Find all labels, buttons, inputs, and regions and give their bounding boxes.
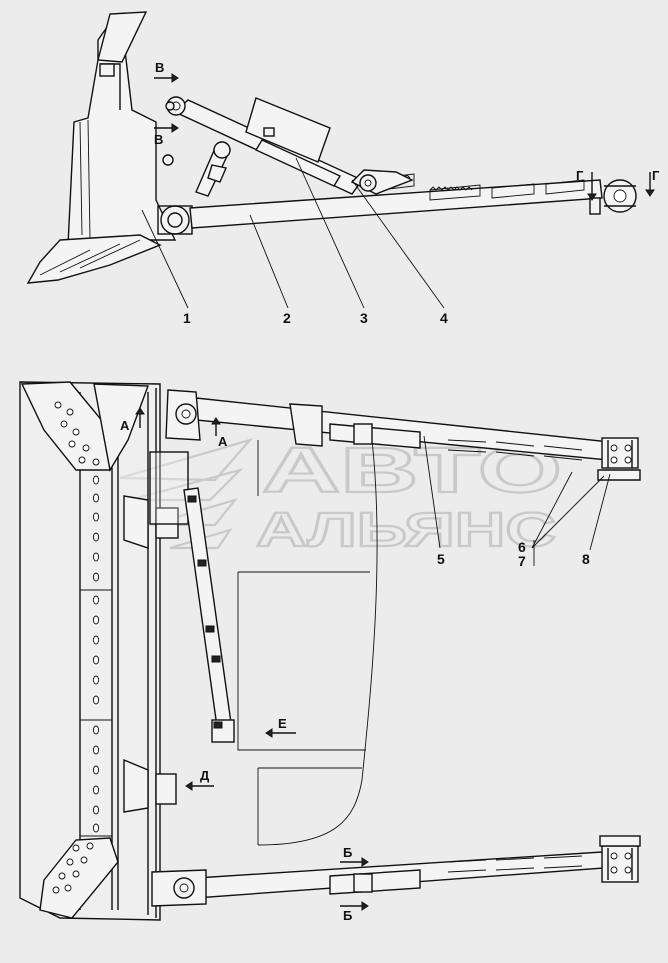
callout-6: 6 xyxy=(518,539,526,555)
callout-3: 3 xyxy=(360,310,368,326)
callout-5: 5 xyxy=(437,551,445,567)
section-g-left: Г xyxy=(576,168,584,183)
section-e: Е xyxy=(278,716,287,731)
section-b-bottom: Б xyxy=(343,908,352,923)
section-d: Д xyxy=(200,768,210,783)
plan-view: А А Е Д Б Б 5 6 7 8 xyxy=(19,381,641,923)
callout-1: 1 xyxy=(183,310,191,326)
callout-8: 8 xyxy=(582,551,590,567)
brace-bolts xyxy=(187,495,223,729)
callout-4: 4 xyxy=(440,310,448,326)
cutting-edge xyxy=(26,234,162,284)
bottom-wing-holes xyxy=(52,842,94,894)
callout-2: 2 xyxy=(283,310,291,326)
tractor-outline xyxy=(237,439,378,846)
callout-7: 7 xyxy=(518,553,526,569)
section-a-right: А xyxy=(218,434,228,449)
blade-top-tip xyxy=(97,11,148,63)
watermark-line-2: АЛЬЯНС xyxy=(256,504,556,557)
push-beam-side xyxy=(189,179,603,229)
section-v-bottom: В xyxy=(154,132,163,147)
cylinder-housing xyxy=(245,97,331,163)
blade-holes xyxy=(92,475,100,833)
side-view: В В Г Г 1 2 3 4 xyxy=(26,11,660,326)
section-g-right: Г xyxy=(652,168,660,183)
section-b-top: Б xyxy=(343,845,352,860)
top-wing-holes xyxy=(54,401,100,466)
section-a-left: А xyxy=(120,418,130,433)
section-v-top: В xyxy=(155,60,164,75)
